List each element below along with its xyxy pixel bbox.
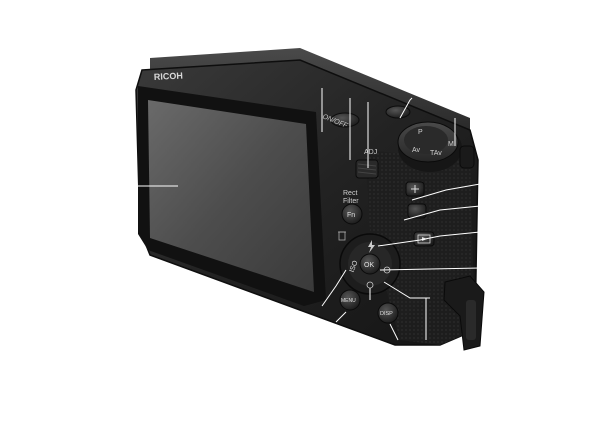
lcd-monitor <box>138 86 326 306</box>
mode-dial-label: M <box>448 141 454 148</box>
fn-button[interactable] <box>341 203 363 225</box>
flash-icon <box>368 240 375 253</box>
mode-dial-label: TAv <box>430 150 442 157</box>
delete-icon <box>338 231 346 241</box>
shutter-button[interactable] <box>385 105 411 119</box>
callout-lines <box>138 88 481 341</box>
zoom-out-button[interactable] <box>407 203 427 219</box>
menu-label: MENU <box>341 298 356 304</box>
adj-lever[interactable] <box>355 159 379 179</box>
mode-dial[interactable] <box>397 121 462 172</box>
fn-label: Fn <box>347 212 355 219</box>
port-cover[interactable] <box>443 275 485 351</box>
ok-label: OK <box>364 262 374 269</box>
brand-logo: RICOH <box>154 70 183 82</box>
strap-lug <box>459 145 475 169</box>
iso-label: ISO <box>349 259 360 273</box>
mode-dial-label: Av <box>412 147 421 154</box>
disp-button[interactable] <box>377 302 399 324</box>
adj-label: ADJ <box>364 149 377 156</box>
mode-dial-label: P <box>418 129 423 136</box>
zoom-in-button[interactable] <box>405 181 425 197</box>
effect-label: Filter <box>343 198 359 205</box>
ok-button[interactable] <box>359 253 381 275</box>
power-button[interactable] <box>330 112 360 128</box>
disp-label: DISP <box>380 311 393 317</box>
menu-button[interactable] <box>339 289 361 311</box>
effect-label: Rect <box>343 190 357 197</box>
